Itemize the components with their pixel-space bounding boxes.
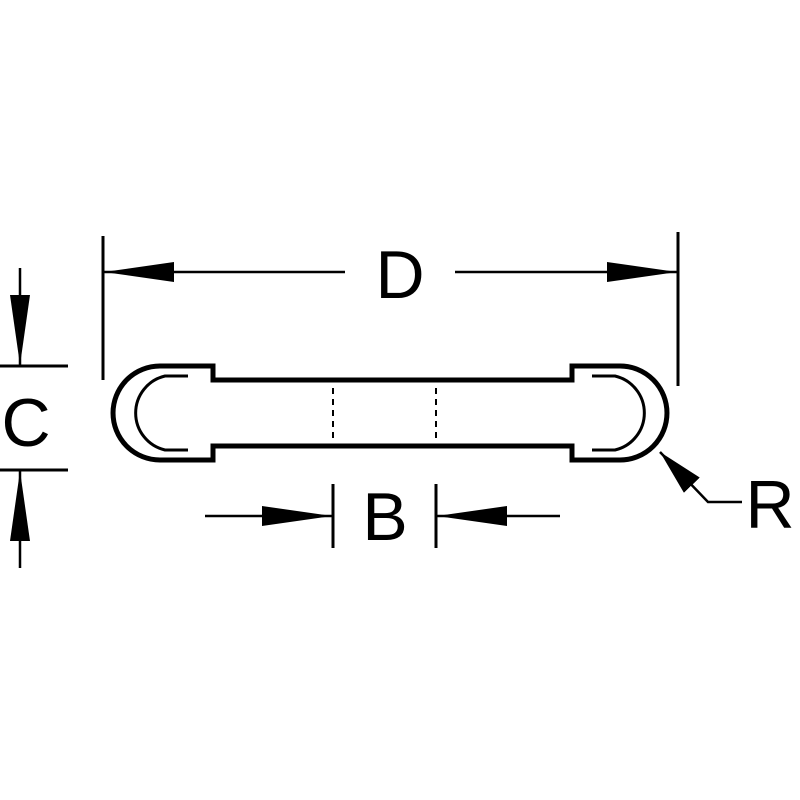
dimension-d bbox=[101, 232, 680, 386]
part-body bbox=[110, 363, 670, 463]
dimension-b bbox=[205, 484, 560, 548]
leader-r bbox=[659, 451, 742, 504]
part-outer-outline bbox=[110, 363, 670, 463]
dimension-c bbox=[0, 268, 68, 568]
label-c: C bbox=[1, 385, 50, 461]
right-inner-curl bbox=[592, 374, 646, 452]
leader-line-r bbox=[659, 451, 742, 504]
left-inner-curl bbox=[134, 374, 188, 452]
label-b: B bbox=[362, 479, 407, 555]
label-r: R bbox=[745, 467, 794, 543]
label-d: D bbox=[375, 237, 424, 313]
